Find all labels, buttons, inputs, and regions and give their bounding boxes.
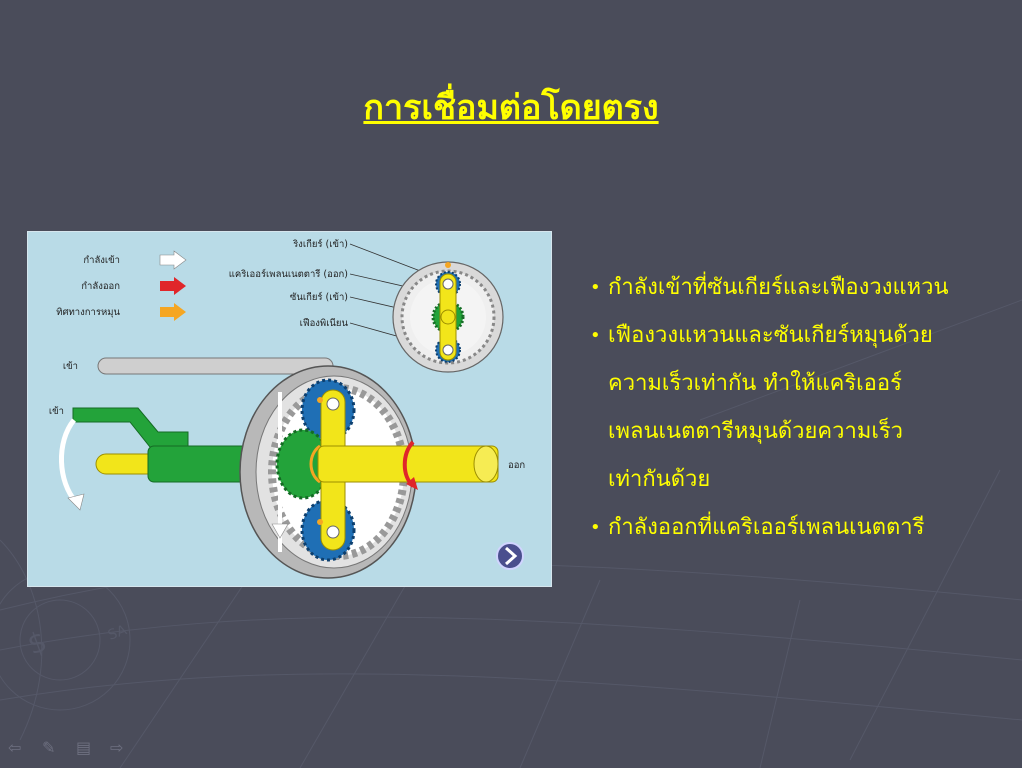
bullet-list: กำลังเข้าที่ซันเกียร์และเฟืองวงแหวน เฟือ… xyxy=(590,264,1010,552)
bullet-line: กำลังออกที่แคริเออร์เพลนเนตตารี xyxy=(608,515,925,540)
legend-output-label: กำลังออก xyxy=(81,281,120,292)
svg-text:SA: SA xyxy=(106,622,129,644)
callout-pinion-gear: เฟืองพิเนียน xyxy=(300,317,349,329)
callout-sun-gear: ซันเกียร์ (เข้า) xyxy=(290,291,348,303)
chevron-right-icon xyxy=(505,546,518,566)
bullet-item: กำลังออกที่แคริเออร์เพลนเนตตารี xyxy=(590,504,1010,552)
menu-icon[interactable]: ▤ xyxy=(76,738,92,757)
red-arrow-icon xyxy=(160,277,186,295)
shaft-label-input-left: เข้า xyxy=(49,406,64,417)
slide-title: การเชื่อมต่อโดยตรง xyxy=(363,88,659,128)
planetary-gear-diagram: กำลังเข้า กำลังออก ทิศทางการหมุน ริงเกีย… xyxy=(27,231,552,587)
next-slide-button[interactable] xyxy=(496,542,524,570)
next-arrow-icon[interactable]: ⇨ xyxy=(110,738,124,757)
legend: กำลังเข้า กำลังออก ทิศทางการหมุน xyxy=(56,250,187,321)
orange-arrow-icon xyxy=(160,303,186,321)
bullet-line: กำลังเข้าที่ซันเกียร์และเฟืองวงแหวน xyxy=(608,275,949,300)
orange-rotation-arrow-icon xyxy=(309,444,321,484)
legend-rotation-label: ทิศทางการหมุน xyxy=(56,307,120,318)
bullet-item: เฟืองวงแหวนและซันเกียร์หมุนด้วย ความเร็ว… xyxy=(590,312,1010,504)
bullet-line: เพลนเนตตารีหมุนด้วยความเร็ว xyxy=(608,419,904,444)
svg-text:$: $ xyxy=(23,624,51,661)
legend-input-label: กำลังเข้า xyxy=(83,255,120,266)
bullet-item: กำลังเข้าที่ซันเกียร์และเฟืองวงแหวน xyxy=(590,264,1010,312)
shaft-label-output: ออก xyxy=(508,460,525,471)
white-arrow-icon xyxy=(159,250,187,270)
pen-icon[interactable]: ✎ xyxy=(42,738,56,757)
previous-arrow-icon[interactable]: ⇦ xyxy=(8,738,22,757)
bullet-line: ความเร็วเท่ากัน ทำให้แคริเออร์ xyxy=(608,371,902,396)
slide-navigation: ⇦ ✎ ▤ ⇨ xyxy=(8,740,130,756)
callout-planet-carrier: แคริเออร์เพลนเนตตารี (ออก) xyxy=(229,268,348,280)
bullet-line: เฟืองวงแหวนและซันเกียร์หมุนด้วย xyxy=(608,323,933,348)
white-rotation-arrow-icon xyxy=(59,418,78,504)
shaft-label-input-top: เข้า xyxy=(63,361,78,372)
front-view-gearset xyxy=(392,261,504,373)
callout-ring-gear: ริงเกียร์ (เข้า) xyxy=(292,238,348,250)
bullet-line: เท่ากันด้วย xyxy=(608,467,711,492)
